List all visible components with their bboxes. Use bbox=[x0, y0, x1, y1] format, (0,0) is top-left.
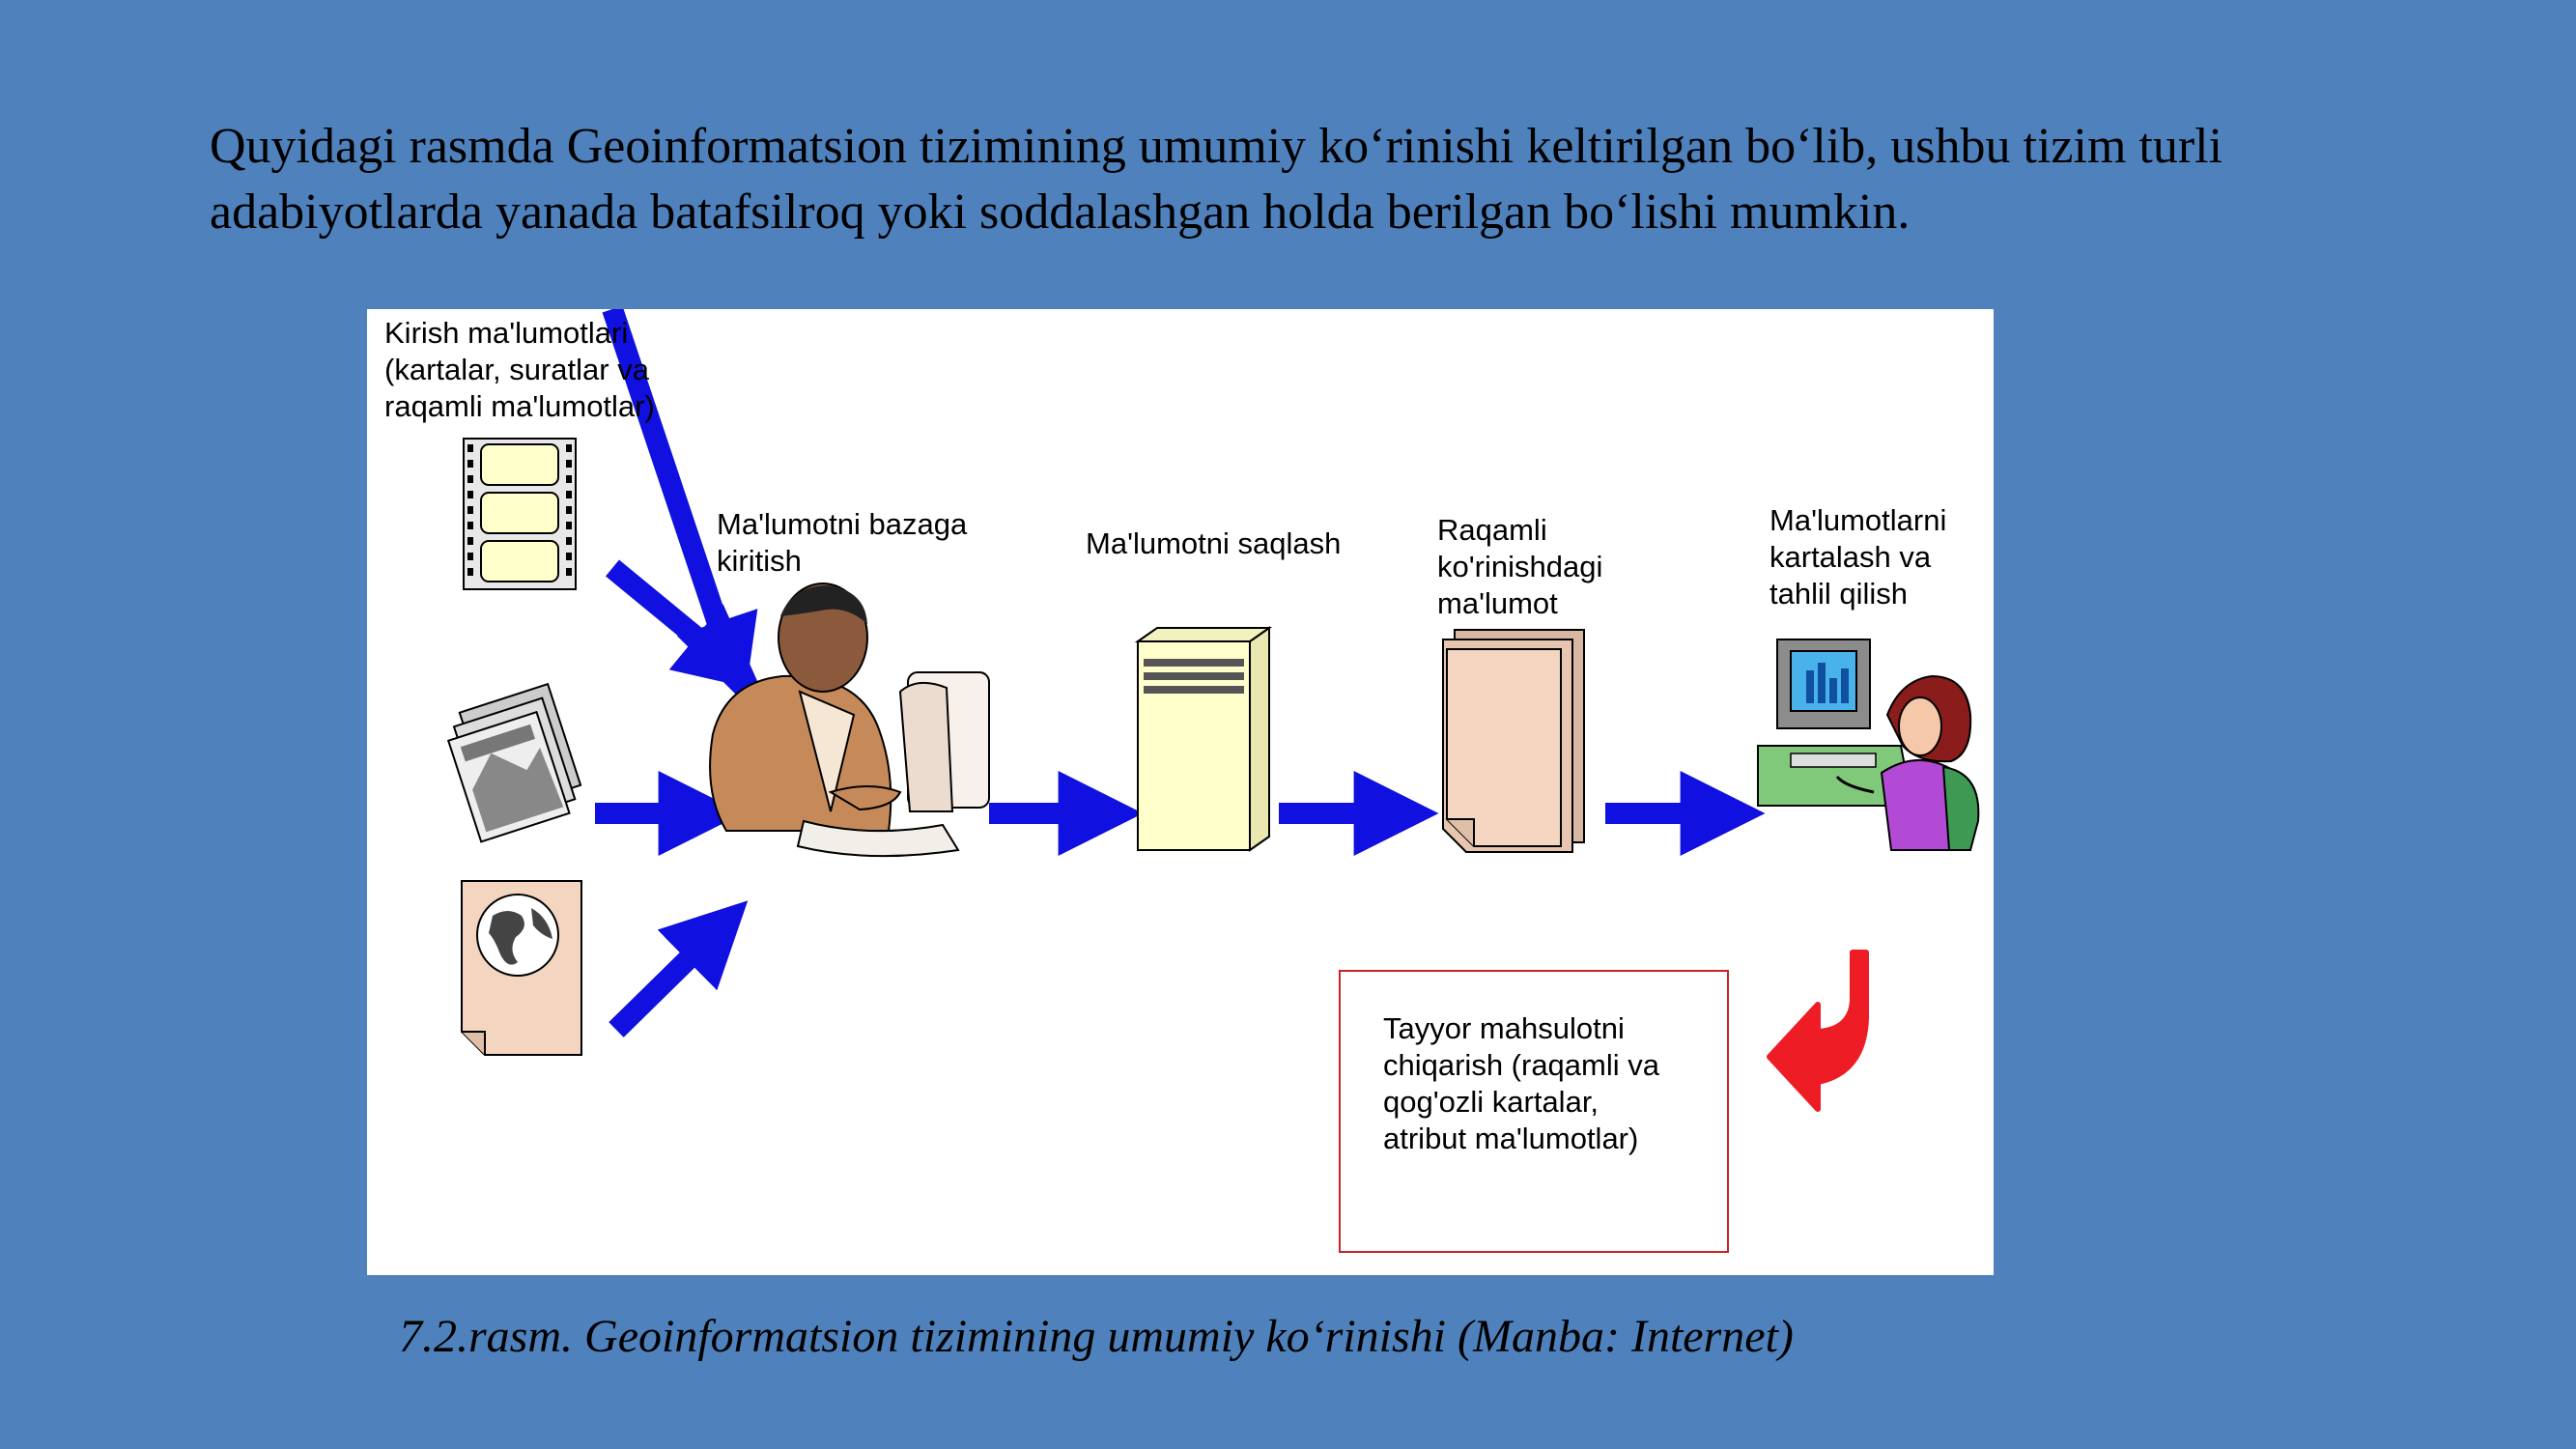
data-entry-operator-icon bbox=[709, 582, 990, 858]
map-analyst-icon bbox=[1757, 639, 1980, 851]
digital-data-label: Raqamli ko'rinishdagi ma'lumot bbox=[1437, 513, 1603, 620]
photos-icon bbox=[446, 682, 582, 843]
output-arrow bbox=[1767, 950, 1869, 1112]
documents-icon bbox=[1442, 629, 1585, 853]
data-entry-label: Ma'lumotni bazaga kiritish bbox=[717, 507, 968, 578]
gis-diagram: Kirish ma'lumotlari (kartalar, suratlar … bbox=[367, 309, 1994, 1275]
mapping-analysis-label: Ma'lumotlarni kartalash va tahlil qilish bbox=[1769, 503, 1947, 611]
input-arrow-top bbox=[606, 559, 762, 692]
diagram-graphics bbox=[446, 309, 1980, 1112]
input-arrow-bottom bbox=[609, 900, 749, 1037]
film-strip-icon bbox=[463, 438, 577, 590]
figure-caption: 7.2.rasm. Geoinformatsion tizimining umu… bbox=[399, 1311, 1794, 1362]
data-storage-label: Ma'lumotni saqlash bbox=[1086, 526, 1342, 560]
output-label: Tayyor mahsulotni chiqarish (raqamli va … bbox=[1383, 1011, 1659, 1155]
input-data-label: Kirish ma'lumotlari (kartalar, suratlar … bbox=[384, 316, 655, 423]
paper-map-icon bbox=[461, 880, 582, 1056]
output-box: Tayyor mahsulotni chiqarish (raqamli va … bbox=[1339, 970, 1729, 1253]
intro-paragraph: Quyidagi rasmda Geoinformatsion tizimini… bbox=[210, 119, 2223, 240]
server-icon bbox=[1134, 626, 1273, 852]
